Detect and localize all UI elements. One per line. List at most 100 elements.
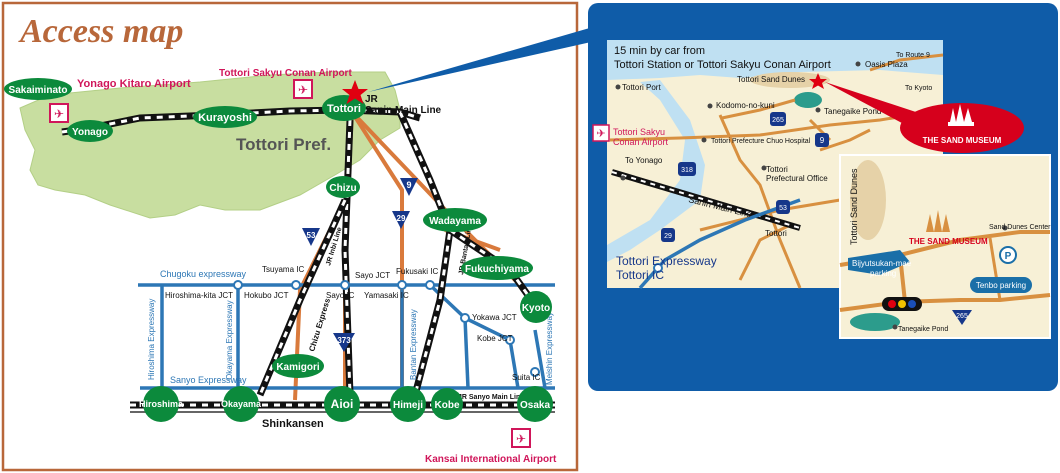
svg-text:265: 265 [772, 117, 784, 124]
map-title: Access map [18, 13, 183, 50]
detail-dunes-label: Tottori Sand Dunes [849, 168, 859, 245]
city-osaka: Osaka [517, 386, 553, 422]
city-wadayama: Wadayama [423, 208, 487, 232]
svg-text:Hiroshima: Hiroshima [139, 399, 184, 409]
expressway-label: Tottori Expressway [616, 254, 717, 268]
svg-text:53: 53 [779, 205, 787, 212]
svg-text:373: 373 [337, 336, 351, 345]
yokawa-label: Yokawa JCT [472, 313, 517, 322]
svg-text:Aioi: Aioi [331, 397, 354, 411]
svg-text:Wadayama: Wadayama [429, 216, 481, 227]
city-kamigori: Kamigori [272, 354, 324, 378]
museum-location-star [342, 80, 368, 104]
inset-features [607, 40, 944, 290]
callout-connector [368, 25, 600, 92]
detail-shield-265: 265 [952, 310, 972, 325]
sayo-ic-label: Sayo IC [326, 291, 355, 300]
meishin-exp-label: Meishin Expressway [545, 312, 554, 385]
hiroshima-exp-label: Hiroshima Expressway [147, 299, 156, 380]
to-yonago-label: To Yonago [625, 156, 663, 165]
inset-airport-label-2: Conan Airport [613, 137, 669, 147]
port-label: Tottori Port [622, 83, 661, 92]
route-shield-373: 373 [333, 333, 355, 352]
svg-text:Osaka: Osaka [520, 400, 550, 411]
svg-text:Kurayoshi: Kurayoshi [198, 112, 252, 124]
kansai-airport-label: Kansai International Airport [425, 454, 557, 465]
kodomo-label: Kodomo-no-kuni [716, 101, 775, 110]
jr-sanyo-label: JR Sanyo Main Line [458, 394, 524, 401]
tottori-airport: ✈ Tottori Sakyu Conan Airport [219, 68, 352, 99]
inset-shield-9: 9 [815, 133, 829, 147]
svg-text:53: 53 [307, 231, 316, 240]
city-aioi: Aioi [324, 386, 360, 422]
detail-museum: THE SAND MUSEUM [909, 210, 988, 246]
city-okayama: Okayama [221, 386, 262, 422]
city-chizu: Chizu [326, 176, 360, 198]
svg-text:Kamigori: Kamigori [276, 362, 320, 373]
traffic-light-icon [882, 297, 922, 311]
jr-label: JR [365, 94, 379, 105]
city-yonago: Yonago [67, 120, 113, 142]
sanin-main-label: Sanin Main Line [365, 105, 442, 116]
inset-station-label: Tottori [765, 229, 787, 238]
inset-shield-53: 53 [776, 200, 790, 214]
oasis-label: Oasis Plaza [865, 60, 908, 69]
kansai-airport: ✈ Kansai International Airport [425, 428, 557, 465]
inset-caption-1: 15 min by car from [614, 45, 705, 57]
route-shield-9: 9 [400, 178, 418, 196]
inset-poi-dots [615, 61, 861, 181]
parking-p-icon: P [1005, 251, 1012, 262]
tottori-airport-label: Tottori Sakyu Conan Airport [219, 68, 352, 79]
route-shield-53: 53 [302, 228, 320, 246]
ic-markers [233, 280, 540, 377]
to-route9-label: To Route 9 [896, 52, 930, 59]
dunes-label: Tottori Sand Dunes [737, 75, 805, 84]
inset-shield-29: 29 [661, 228, 675, 242]
inset-airport: ✈ [592, 124, 610, 142]
city-kurayoshi: Kurayoshi [193, 106, 257, 128]
svg-text:Okayama: Okayama [221, 399, 262, 409]
city-fukuchiyama: Fukuchiyama [461, 256, 533, 280]
svg-text:Sakaiminato: Sakaiminato [9, 85, 68, 96]
chugoku-exp-label: Chugoku expressway [160, 269, 247, 279]
pref-office-label-2: Prefectural Office [766, 174, 828, 183]
inset-callout-pointer [825, 82, 925, 130]
svg-text:29: 29 [664, 233, 672, 240]
city-kobe: Kobe [431, 388, 463, 420]
sand-museum-badge-label: THE SAND MUSEUM [923, 136, 1002, 145]
kobe-jct-label: Kobe JCT [477, 334, 513, 343]
detail-museum-label: THE SAND MUSEUM [909, 237, 988, 246]
parking-a-label-2: parking [870, 269, 896, 278]
inset-shield-318: 318 [678, 162, 696, 176]
route-shield-29: 29 [392, 211, 410, 229]
okayama-exp-label: Okayama Expressway [225, 300, 234, 380]
pref-office-label-1: Tottori [766, 165, 788, 174]
suita-label: Suita IC [512, 373, 541, 382]
to-kyoto-label: To Kyoto [905, 85, 932, 92]
inset-caption-2: Tottori Station or Tottori Sakyu Conan A… [614, 59, 831, 71]
detail-tanegaike-label: Tanegaike Pond [898, 326, 948, 333]
yonago-airport: ✈ Yonago Kitaro Airport [49, 78, 191, 123]
svg-text:Yonago: Yonago [72, 127, 108, 138]
plane-icon: ✈ [516, 432, 526, 446]
svg-text:9: 9 [820, 136, 825, 145]
svg-text:9: 9 [406, 180, 411, 190]
tanegaike-inset-label: Tanegaike Pond [824, 107, 881, 116]
svg-text:265: 265 [956, 313, 968, 320]
parking-a-label-1: Bijyutsukan-mae [852, 259, 912, 268]
plane-icon: ✈ [596, 128, 605, 140]
yamasaki-label: Yamasaki IC [364, 291, 409, 300]
tsuyama-ic-label: Tsuyama IC [262, 265, 304, 274]
sanyo-exp-label: Sanyo Expressway [170, 375, 247, 385]
inset-airport-label-1: Tottori Sakyu [613, 127, 665, 137]
svg-text:Kobe: Kobe [435, 400, 460, 411]
hospital-label: Tottori Prefecture Chuo Hospital [711, 138, 811, 145]
inset-shield-265: 265 [770, 112, 786, 126]
city-sakaiminato: Sakaiminato [4, 78, 72, 100]
svg-text:Kyoto: Kyoto [522, 303, 550, 314]
svg-text:Himeji: Himeji [393, 400, 423, 411]
city-kyoto: Kyoto [520, 291, 552, 323]
city-himeji: Himeji [390, 386, 426, 422]
